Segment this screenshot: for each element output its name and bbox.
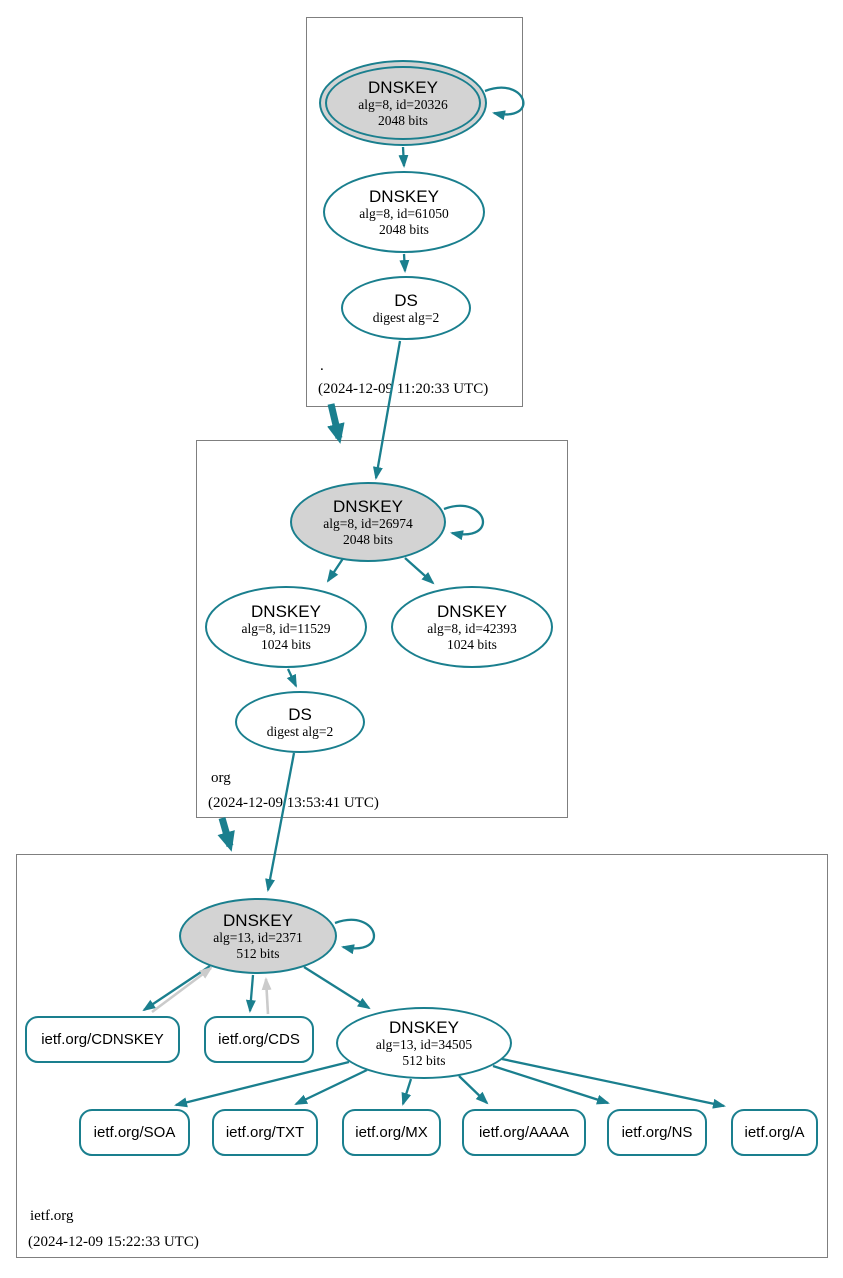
node-org-ksk[interactable]: DNSKEY alg=8, id=26974 2048 bits [290,482,446,562]
node-ietf-txt[interactable]: ietf.org/TXT [212,1109,318,1156]
node-detail: alg=8, id=61050 [359,206,449,221]
node-ietf-ns[interactable]: ietf.org/NS [607,1109,707,1156]
node-detail: alg=13, id=34505 [375,1037,473,1052]
node-title: DNSKEY [223,911,293,930]
node-detail: 1024 bits [261,636,311,652]
node-detail: digest alg=2 [372,309,440,325]
node-title: DNSKEY [437,602,507,621]
node-detail: 2048 bits [378,112,428,128]
rrset-label: ietf.org/CDS [218,1031,300,1048]
edge-org-zone-to-ietf-zone [217,817,235,852]
node-ietf-ksk[interactable]: DNSKEY alg=13, id=2371 512 bits [179,898,337,974]
node-detail: alg=8, id=42393 [427,621,517,636]
node-title: DNSKEY [389,1018,459,1037]
node-detail: digest alg=2 [266,723,334,739]
zone-timestamp-ietf-org: (2024-12-09 15:22:33 UTC) [28,1234,199,1250]
rrset-label: ietf.org/SOA [93,1124,176,1141]
node-detail: alg=13, id=2371 [213,930,303,945]
node-root-zsk[interactable]: DNSKEY alg=8, id=61050 2048 bits [323,171,485,253]
rrset-label: ietf.org/AAAA [478,1124,570,1141]
rrset-label: ietf.org/MX [355,1124,428,1141]
rrset-label: ietf.org/A [744,1124,805,1141]
node-org-zsk1[interactable]: DNSKEY alg=8, id=11529 1024 bits [205,586,367,668]
node-ietf-a[interactable]: ietf.org/A [731,1109,818,1156]
node-ietf-cds[interactable]: ietf.org/CDS [204,1016,314,1063]
edge-root-zone-to-org-zone [327,403,345,444]
node-ietf-soa[interactable]: ietf.org/SOA [79,1109,190,1156]
node-root-ds[interactable]: DS digest alg=2 [341,276,471,340]
node-ietf-cdnskey[interactable]: ietf.org/CDNSKEY [25,1016,180,1063]
node-detail: 2048 bits [379,221,429,237]
node-detail: 2048 bits [343,531,393,547]
node-detail: 512 bits [402,1052,446,1068]
zone-timestamp-org: (2024-12-09 13:53:41 UTC) [208,795,379,811]
node-title: DNSKEY [251,602,321,621]
node-title: DNSKEY [333,497,403,516]
node-ietf-zsk[interactable]: DNSKEY alg=13, id=34505 512 bits [336,1007,512,1079]
zone-timestamp-root: (2024-12-09 11:20:33 UTC) [318,381,489,397]
rrset-label: ietf.org/TXT [225,1124,305,1141]
rrset-label: ietf.org/NS [621,1124,693,1141]
node-org-ds[interactable]: DS digest alg=2 [235,691,365,753]
node-detail: 512 bits [236,945,280,961]
node-title: DS [288,704,312,724]
node-detail: alg=8, id=20326 [358,97,448,112]
node-ietf-mx[interactable]: ietf.org/MX [342,1109,441,1156]
node-org-zsk2[interactable]: DNSKEY alg=8, id=42393 1024 bits [391,586,553,668]
node-detail: alg=8, id=11529 [241,621,331,636]
node-detail: alg=8, id=26974 [323,516,413,531]
rrset-label: ietf.org/CDNSKEY [41,1031,164,1048]
node-title: DS [394,290,418,310]
node-title: DNSKEY [369,187,439,206]
node-detail: 1024 bits [447,636,497,652]
zone-label-ietf-org: ietf.org [30,1208,74,1224]
zone-label-root: . [320,358,324,374]
node-ietf-aaaa[interactable]: ietf.org/AAAA [462,1109,586,1156]
zone-label-org: org [211,770,231,786]
node-title: DNSKEY [368,78,438,97]
node-root-ksk[interactable]: DNSKEY alg=8, id=20326 2048 bits [319,60,487,146]
